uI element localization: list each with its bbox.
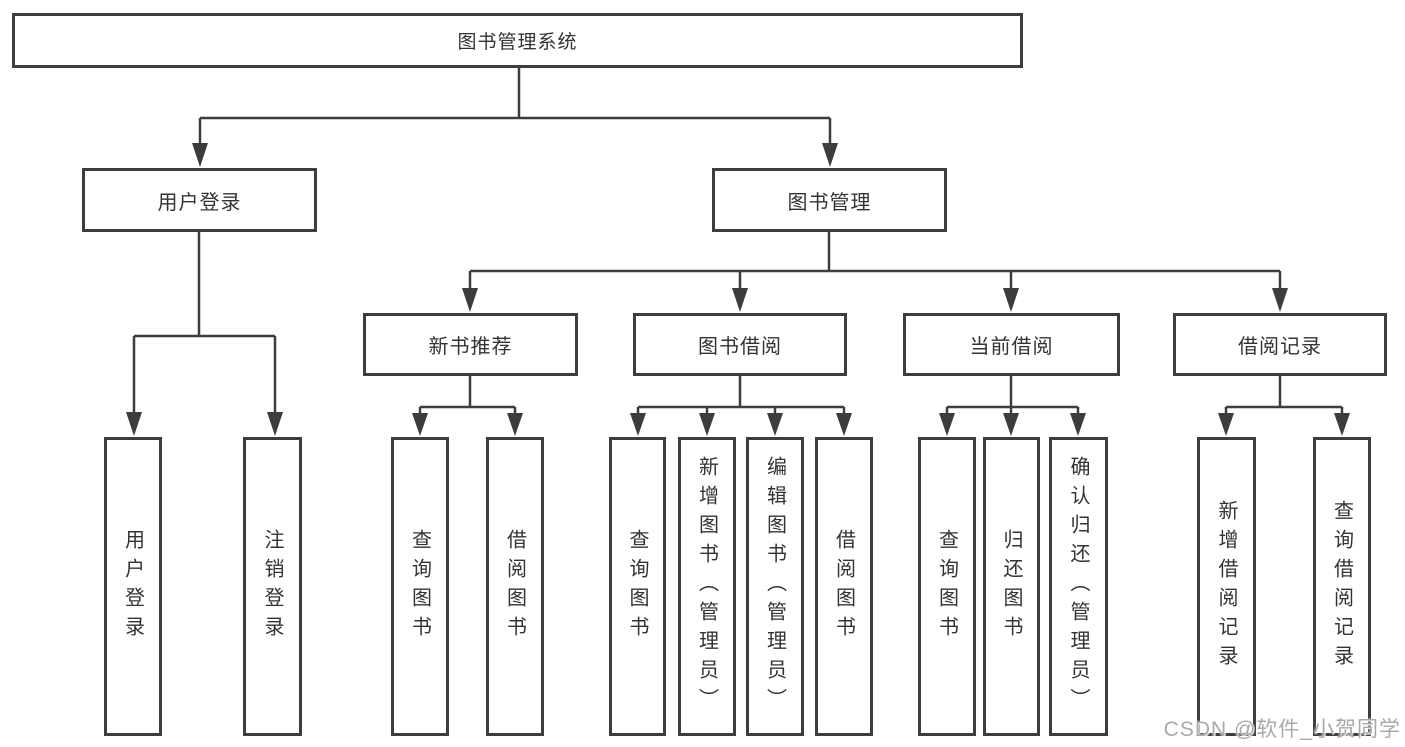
node-label: 编辑图书（管理员） [763, 456, 786, 717]
leaf-add-borrow-record: 新增借阅记录 [1197, 437, 1256, 736]
node-label: 借阅图书 [503, 528, 526, 645]
csdn-watermark: CSDN @软件_小贺同学 [1163, 718, 1401, 741]
node-book-borrowing: 图书借阅 [633, 313, 847, 376]
leaf-borrow-books-borrowing: 借阅图书 [815, 437, 873, 736]
leaf-query-borrow-record: 查询借阅记录 [1313, 437, 1371, 736]
node-label: 借阅记录 [1238, 336, 1322, 358]
leaf-logout: 注销登录 [243, 437, 302, 736]
node-current-borrowing: 当前借阅 [903, 313, 1120, 376]
node-new-book-recommend: 新书推荐 [363, 313, 578, 376]
node-borrowing-records: 借阅记录 [1173, 313, 1387, 376]
leaf-confirm-return-admin: 确认归还（管理员） [1049, 437, 1108, 736]
node-user-login: 用户登录 [82, 168, 317, 232]
node-label: 归还图书 [1000, 528, 1022, 645]
node-label: 查询图书 [935, 528, 958, 645]
node-label: 借阅图书 [832, 528, 855, 645]
leaf-return-book: 归还图书 [983, 437, 1040, 736]
node-library-management-system: 图书管理系统 [12, 13, 1023, 68]
node-label: 新增图书（管理员） [695, 456, 718, 717]
leaf-borrow-books-recommend: 借阅图书 [486, 437, 544, 736]
node-label: 当前借阅 [969, 336, 1054, 358]
leaf-query-books-current: 查询图书 [918, 437, 976, 736]
leaf-query-books-borrowing: 查询图书 [609, 437, 666, 736]
node-book-management: 图书管理 [712, 168, 947, 232]
node-label: 新书推荐 [428, 336, 513, 358]
leaf-add-book-admin: 新增图书（管理员） [678, 437, 736, 736]
node-label: 查询图书 [408, 528, 431, 645]
node-label: 图书借阅 [698, 336, 782, 358]
leaf-query-books-recommend: 查询图书 [391, 437, 449, 736]
node-label: 新增借阅记录 [1215, 499, 1237, 674]
node-label: 图书管理系统 [457, 32, 578, 53]
node-label: 查询图书 [626, 528, 648, 645]
node-label: 查询借阅记录 [1330, 499, 1353, 674]
leaf-user-login: 用户登录 [104, 437, 162, 736]
node-label: 用户登录 [121, 528, 144, 645]
node-label: 图书管理 [787, 191, 872, 214]
node-label: 确认归还（管理员） [1067, 456, 1089, 717]
leaf-edit-book-admin: 编辑图书（管理员） [746, 437, 804, 736]
node-label: 用户登录 [157, 191, 242, 214]
node-label: 注销登录 [261, 528, 283, 645]
